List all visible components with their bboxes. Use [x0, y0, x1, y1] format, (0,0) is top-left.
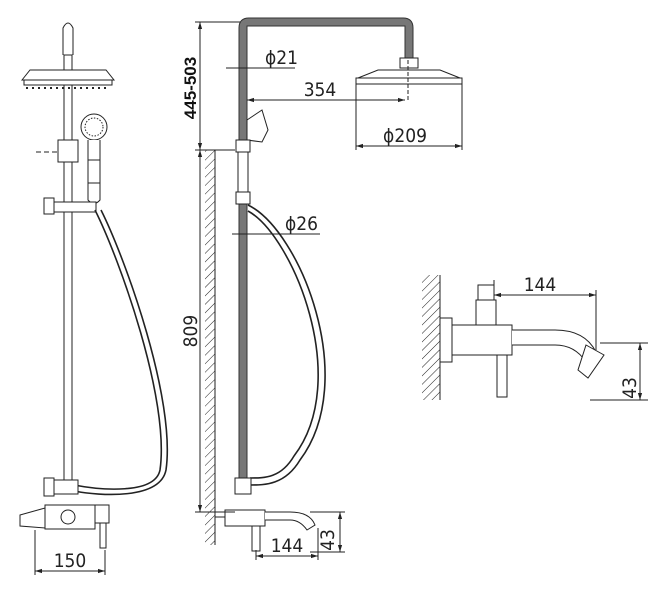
detail-handle	[496, 354, 508, 398]
shower-rail	[63, 54, 73, 491]
detail-spout-height-label: 43	[619, 377, 641, 399]
hand-shower-handle	[87, 140, 101, 204]
side-shower-hose	[247, 204, 326, 486]
wall-hatch	[205, 150, 215, 545]
height-adjust-label: 445-503	[181, 57, 200, 119]
side-view: 445-503 809 ϕ21 354 ϕ209 ϕ26 144 43	[180, 17, 463, 560]
side-spout	[265, 511, 316, 531]
front-width-label: 150	[54, 550, 87, 572]
diverter	[53, 479, 79, 495]
arm-length-label: 354	[304, 79, 337, 101]
overhead-shower-head	[20, 69, 116, 81]
side-shower-head	[357, 69, 461, 79]
detail-diverter	[477, 284, 495, 301]
hose-diameter-label: ϕ26	[285, 213, 318, 235]
shower-hose	[73, 209, 162, 490]
slide-bracket	[57, 139, 79, 163]
side-hand-shower	[246, 109, 269, 143]
side-spout-height-label: 43	[317, 529, 339, 551]
mixer-handle	[99, 522, 107, 549]
rail-height-label: 809	[180, 315, 202, 348]
bath-spout	[19, 507, 46, 529]
head-diameter-label: ϕ209	[383, 125, 427, 147]
pipe-diameter-label: ϕ21	[265, 47, 298, 69]
side-spout-length-label: 144	[271, 535, 304, 557]
detail-view: 144 43	[422, 274, 648, 401]
detail-wall-hatch	[422, 275, 440, 400]
detail-spout-length-label: 144	[524, 274, 557, 296]
front-view: 150	[19, 22, 168, 575]
detail-mixer-body	[451, 324, 513, 356]
top-cap	[62, 22, 74, 55]
